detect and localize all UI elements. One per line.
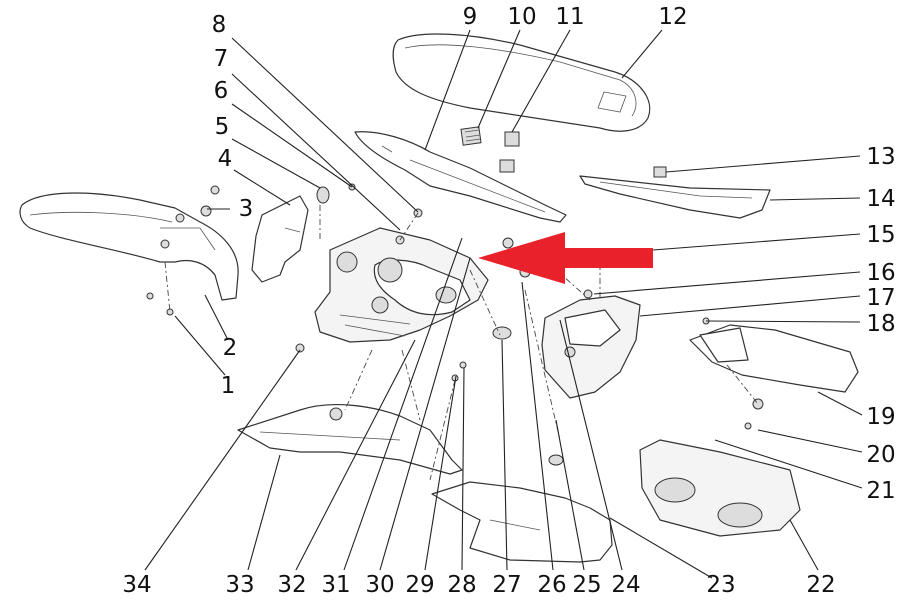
side-panel-part	[237, 404, 463, 475]
assembly-lines	[164, 205, 759, 481]
label-16: 16	[866, 260, 895, 286]
label-23: 23	[706, 572, 735, 598]
airbox-assembly-part	[314, 227, 489, 343]
front-fender-part	[19, 192, 239, 301]
label-26: 26	[537, 572, 566, 598]
label-7: 7	[214, 46, 229, 72]
label-9: 9	[463, 4, 478, 30]
label-8: 8	[212, 12, 227, 38]
label-17: 17	[866, 285, 895, 311]
rear-tail-part	[689, 324, 859, 393]
label-14: 14	[866, 186, 895, 212]
lower-cover-part	[431, 481, 613, 563]
label-10: 10	[507, 4, 536, 30]
label-4: 4	[218, 146, 233, 172]
label-27: 27	[492, 572, 521, 598]
number-plate-part	[251, 195, 309, 283]
label-34: 34	[122, 572, 151, 598]
label-18: 18	[866, 311, 895, 337]
label-28: 28	[447, 572, 476, 598]
label-3: 3	[239, 196, 254, 222]
label-5: 5	[215, 114, 230, 140]
label-1: 1	[221, 373, 236, 399]
label-32: 32	[277, 572, 306, 598]
rear-bracket-part	[541, 295, 641, 399]
label-2: 2	[223, 335, 238, 361]
label-19: 19	[866, 404, 895, 430]
fastener-set	[146, 183, 764, 466]
label-13: 13	[866, 144, 895, 170]
label-30: 30	[365, 572, 394, 598]
label-24: 24	[611, 572, 640, 598]
rail-cover-part	[579, 166, 771, 219]
label-25: 25	[572, 572, 601, 598]
highlight-arrow	[478, 232, 653, 284]
label-11: 11	[555, 4, 584, 30]
label-6: 6	[214, 78, 229, 104]
label-29: 29	[405, 572, 434, 598]
seat-clip-part	[460, 126, 482, 146]
seat-part	[392, 33, 651, 132]
label-20: 20	[866, 442, 895, 468]
license-light-part	[639, 439, 801, 537]
rear-frame-cover-part	[354, 131, 567, 223]
label-15: 15	[866, 222, 895, 248]
label-33: 33	[225, 572, 254, 598]
seat-nut-part	[499, 131, 520, 173]
label-22: 22	[806, 572, 835, 598]
callout-labels: 1 2 3 4 5 6 7 8 9 10 11 12 13 14 15 16 1…	[122, 4, 895, 598]
leader-lines	[144, 29, 863, 579]
label-31: 31	[321, 572, 350, 598]
label-12: 12	[658, 4, 687, 30]
label-21: 21	[866, 478, 895, 504]
plate-mount-part	[316, 186, 330, 204]
